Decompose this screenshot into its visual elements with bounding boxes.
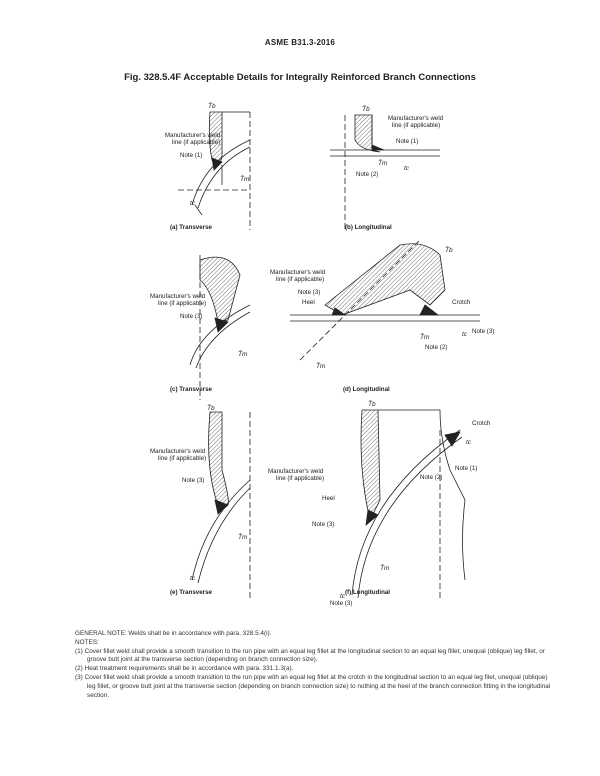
f-note-3b: Note (3) <box>330 600 352 607</box>
c-tm: T̄m <box>238 350 248 358</box>
caption-e: (e) Transverse <box>170 589 213 596</box>
f-note-3a: Note (3) <box>312 521 334 528</box>
d-tc: tc <box>462 331 468 338</box>
diagram-e-transverse <box>191 411 251 600</box>
f-tb: T̄b <box>368 400 376 408</box>
b-note-1: Note (1) <box>396 138 418 145</box>
notes-section: GENERAL NOTE: Welds shall be in accordan… <box>75 630 555 700</box>
notes-heading: NOTES: <box>75 638 99 646</box>
running-header: ASME B31.3-2016 <box>264 38 336 47</box>
note-3: (3) Cover fillet weld shall provide a sm… <box>75 673 551 699</box>
e-note: Note (3) <box>182 477 204 484</box>
f-tc: tc <box>340 593 346 600</box>
c-weld-label-1: Manufacturer's weld <box>150 293 206 300</box>
f-crotch: Crotch <box>472 420 491 427</box>
f-heel: Heel <box>322 495 335 502</box>
caption-b: (b) Longitudinal <box>345 224 392 231</box>
e-tm: T̄m <box>238 533 248 541</box>
b-weld-label-1: Manufacturer's weld <box>388 115 444 122</box>
a-tc: tc <box>190 200 196 207</box>
caption-c: (c) Transverse <box>170 386 213 393</box>
d-weld-label-1: Manufacturer's weld <box>270 269 326 276</box>
caption-d: (d) Longitudinal <box>343 386 390 393</box>
diagram-a-transverse <box>178 111 251 230</box>
d-heel: Heel <box>302 299 315 306</box>
b-note-2: Note (2) <box>356 171 378 178</box>
figure-title: Fig. 328.5.4F Acceptable Details for Int… <box>124 72 476 83</box>
e-tc: tc <box>190 575 196 582</box>
a-weld-label-1: Manufacturer's weld <box>165 132 221 139</box>
b-tc: tc <box>404 165 410 172</box>
a-tb: T̄b <box>208 102 216 110</box>
f-note-2: Note (2) <box>420 474 442 481</box>
f-tm: T̄m <box>380 564 390 572</box>
e-weld-label-2: line (if applicable) <box>158 455 206 462</box>
a-weld-label-2: line (if applicable) <box>172 139 220 146</box>
d-tb: T̄b <box>445 246 453 254</box>
f-tc-2: tc <box>466 439 472 446</box>
caption-a: (a) Transverse <box>170 224 213 231</box>
general-note: GENERAL NOTE: Welds shall be in accordan… <box>75 630 272 637</box>
b-weld-label-2: line (if applicable) <box>392 122 440 129</box>
diagram-b-longitudinal <box>330 114 440 230</box>
e-tb: T̄b <box>207 404 215 412</box>
a-tm: T̄m <box>240 175 250 183</box>
diagram-d-longitudinal <box>290 239 480 361</box>
note-2: (2) Heat treatment requirements shall be… <box>75 665 294 673</box>
d-weld-label-2: line (if applicable) <box>276 276 324 283</box>
f-weld-label-1: Manufacturer's weld <box>268 468 324 475</box>
a-note: Note (1) <box>180 152 202 159</box>
d-tm-2: T̄m <box>316 362 326 370</box>
d-note-3a: Note (3) <box>298 289 320 296</box>
d-note-3b: Note (3) <box>472 328 494 335</box>
diagram-c-transverse <box>189 255 251 400</box>
d-crotch: Crotch <box>452 299 471 306</box>
c-weld-label-2: line (if applicable) <box>158 300 206 307</box>
note-1: (1) Cover fillet weld shall provide a sm… <box>75 647 545 664</box>
e-weld-label-1: Manufacturer's weld <box>150 448 206 455</box>
b-tm: T̄m <box>378 159 388 167</box>
b-tb: T̄b <box>362 105 370 113</box>
diagram-f-longitudinal <box>351 409 466 600</box>
f-note-1: Note (1) <box>455 465 477 472</box>
d-tm: T̄m <box>420 333 430 341</box>
c-note: Note (3) <box>180 313 202 320</box>
f-weld-label-2: line (if applicable) <box>276 475 324 482</box>
d-note-2: Note (2) <box>425 344 447 351</box>
caption-f: (f) Longitudinal <box>345 589 390 596</box>
